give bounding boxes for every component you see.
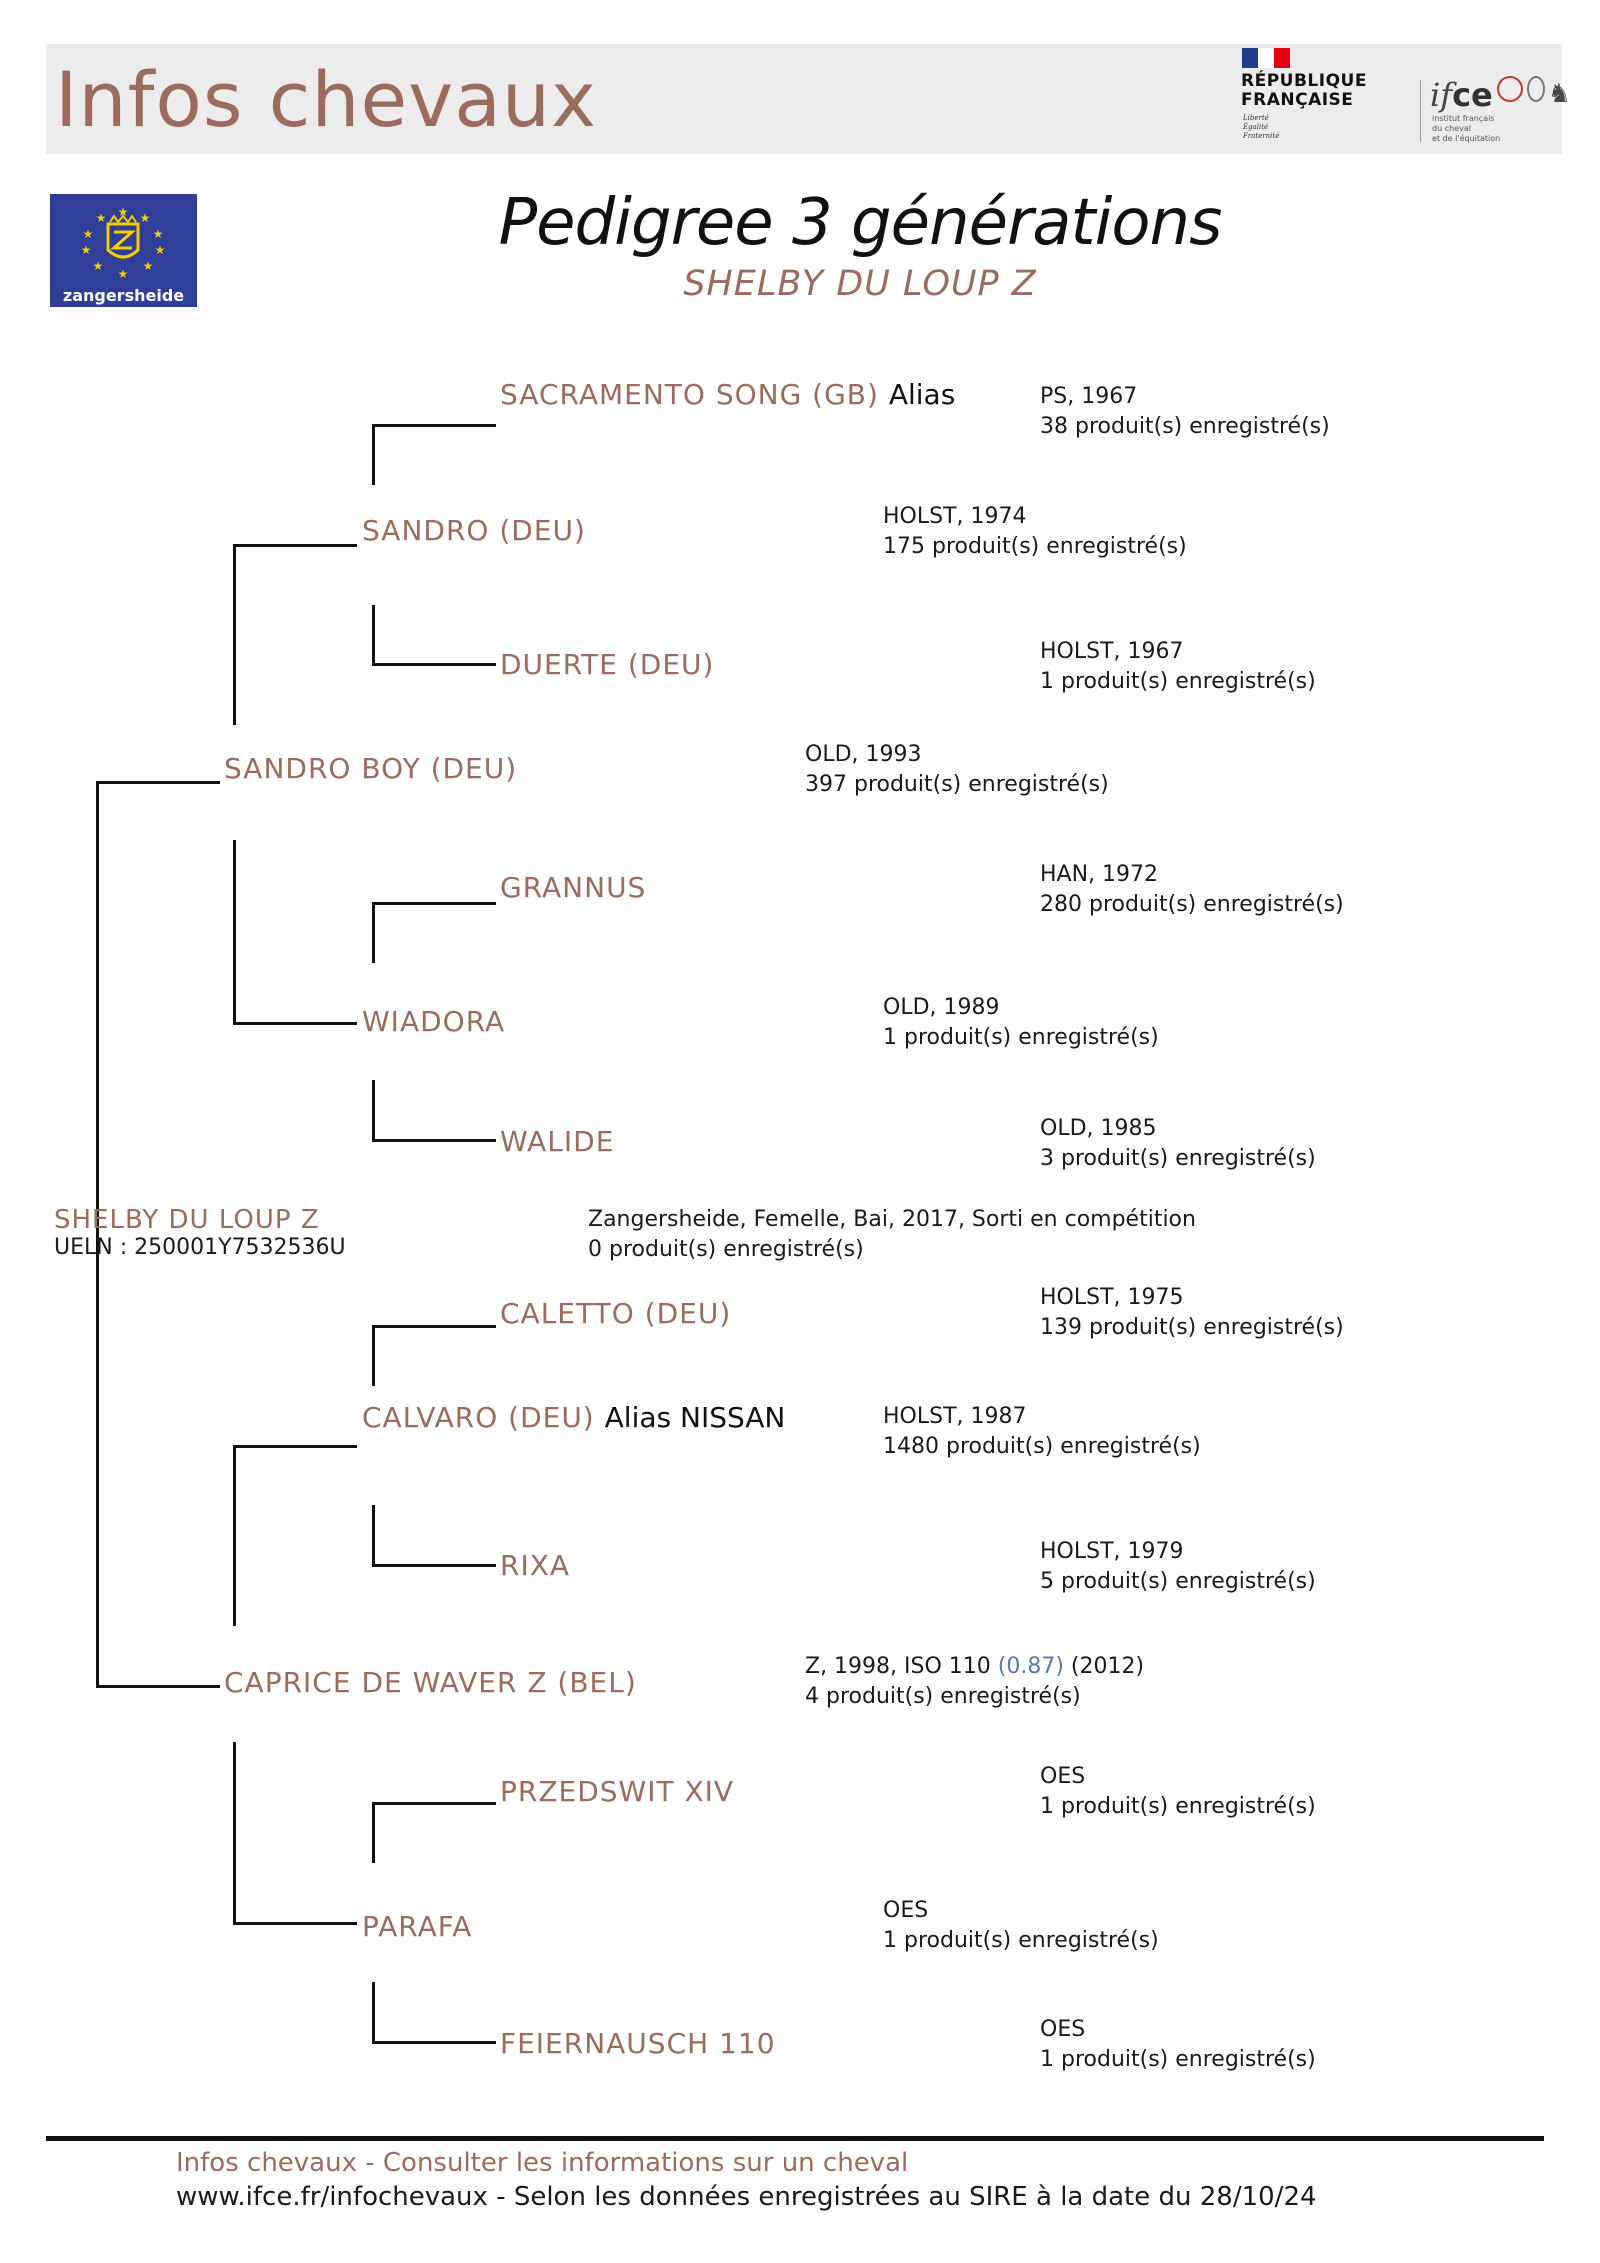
connector-line bbox=[96, 1685, 220, 1688]
connector-line bbox=[96, 782, 99, 1687]
footer-divider bbox=[46, 2136, 1544, 2141]
ancestor-name-caletto: CALETTO (DEU) bbox=[500, 1297, 732, 1330]
ancestor-name-przedswit: PRZEDSWIT XIV bbox=[500, 1775, 735, 1808]
page-title: Infos chevaux bbox=[55, 55, 597, 144]
ifce-logo: ifce♞ bbox=[1430, 76, 1572, 114]
header-banner bbox=[46, 44, 1562, 154]
logo-divider bbox=[1420, 80, 1421, 142]
connector-line bbox=[372, 424, 496, 427]
ancestor-name-feiernausch: FEIERNAUSCH 110 bbox=[500, 2027, 776, 2060]
connector-line bbox=[233, 1445, 357, 1448]
ancestor-name-sandro: SANDRO (DEU) bbox=[362, 514, 586, 547]
republique-francaise-logo: RÉPUBLIQUE FRANÇAISE bbox=[1241, 71, 1367, 110]
ifce-circle-icon bbox=[1496, 76, 1523, 102]
connector-line bbox=[233, 544, 357, 547]
pedigree-title: Pedigree 3 générations bbox=[498, 186, 1223, 260]
subject-info: Zangersheide, Femelle, Bai, 2017, Sorti … bbox=[588, 1207, 1196, 1262]
svg-text:★: ★ bbox=[118, 205, 129, 219]
connector-line bbox=[372, 605, 375, 666]
subject-name: SHELBY DU LOUP Z bbox=[54, 1205, 320, 1235]
ifce-circle-icon bbox=[1526, 76, 1545, 102]
ancestor-name-parafa: PARAFA bbox=[362, 1910, 473, 1943]
ancestor-name-caprice-de-waver: CAPRICE DE WAVER Z (BEL) bbox=[224, 1666, 637, 1699]
ancestor-name-walide: WALIDE bbox=[500, 1125, 615, 1158]
footer-line-2: www.ifce.fr/infochevaux - Selon les donn… bbox=[176, 2182, 1317, 2212]
connector-line bbox=[372, 1505, 375, 1567]
connector-line bbox=[372, 1080, 375, 1142]
marianne-flag-icon bbox=[1242, 48, 1290, 68]
connector-line bbox=[372, 1802, 496, 1805]
connector-line bbox=[233, 1742, 236, 1925]
connector-line bbox=[233, 840, 236, 1025]
svg-text:★: ★ bbox=[93, 259, 104, 273]
connector-line bbox=[233, 1922, 357, 1925]
connector-line bbox=[372, 1326, 375, 1386]
ancestor-name-rixa: RIXA bbox=[500, 1549, 571, 1582]
ancestor-info-caprice-de-waver: Z, 1998, ISO 110 (0.87) (2012) 4 produit… bbox=[805, 1654, 1145, 1709]
connector-line bbox=[372, 902, 496, 905]
ancestor-name-wiadora: WIADORA bbox=[362, 1005, 506, 1038]
subject-ueln: UELN : 250001Y7532536U bbox=[54, 1235, 346, 1260]
connector-line bbox=[372, 2041, 496, 2044]
ancestor-name-grannus: GRANNUS bbox=[500, 871, 647, 904]
zangersheide-emblem-icon: ★ ★ ★ ★ ★ ★ ★ ★ ★ ★ bbox=[81, 205, 166, 281]
connector-line bbox=[233, 1446, 236, 1626]
svg-text:★: ★ bbox=[96, 211, 107, 225]
republique-motto: Liberté Égalité Fraternité bbox=[1243, 114, 1280, 140]
pedigree-subject-name: SHELBY DU LOUP Z bbox=[683, 264, 1037, 304]
svg-text:★: ★ bbox=[140, 211, 151, 225]
connector-line bbox=[233, 1022, 357, 1025]
ancestor-name-duerte: DUERTE (DEU) bbox=[500, 648, 715, 681]
svg-text:★: ★ bbox=[143, 259, 154, 273]
zangersheide-logo: ★ ★ ★ ★ ★ ★ ★ ★ ★ ★ zangersheide bbox=[50, 194, 197, 307]
ancestor-name-sacramento-song: SACRAMENTO SONG (GB) Alias bbox=[500, 378, 956, 411]
connector-line bbox=[372, 1803, 375, 1863]
subject-block: SHELBY DU LOUP Z UELN : 250001Y7532536U bbox=[54, 1205, 346, 1260]
connector-line bbox=[372, 663, 496, 666]
ifce-subtitle: institut français du cheval et de l'équi… bbox=[1432, 114, 1501, 143]
connector-line bbox=[372, 1564, 496, 1567]
connector-line bbox=[372, 903, 375, 963]
ancestor-name-calvaro: CALVARO (DEU) Alias NISSAN bbox=[362, 1401, 786, 1434]
connector-line bbox=[372, 425, 375, 485]
footer-line-1: Infos chevaux - Consulter les informatio… bbox=[176, 2148, 909, 2178]
iso-index-value: (0.87) bbox=[997, 1654, 1064, 1679]
svg-text:★: ★ bbox=[155, 243, 166, 257]
svg-text:★: ★ bbox=[81, 243, 92, 257]
connector-line bbox=[233, 545, 236, 725]
connector-line bbox=[372, 1139, 496, 1142]
connector-line bbox=[372, 1325, 496, 1328]
connector-line bbox=[372, 1982, 375, 2044]
connector-line bbox=[96, 781, 220, 784]
svg-text:★: ★ bbox=[118, 267, 129, 281]
ancestor-name-sandro-boy: SANDRO BOY (DEU) bbox=[224, 752, 518, 785]
svg-text:★: ★ bbox=[153, 227, 164, 241]
svg-text:★: ★ bbox=[83, 227, 94, 241]
ifce-rider-icon: ♞ bbox=[1547, 79, 1572, 109]
